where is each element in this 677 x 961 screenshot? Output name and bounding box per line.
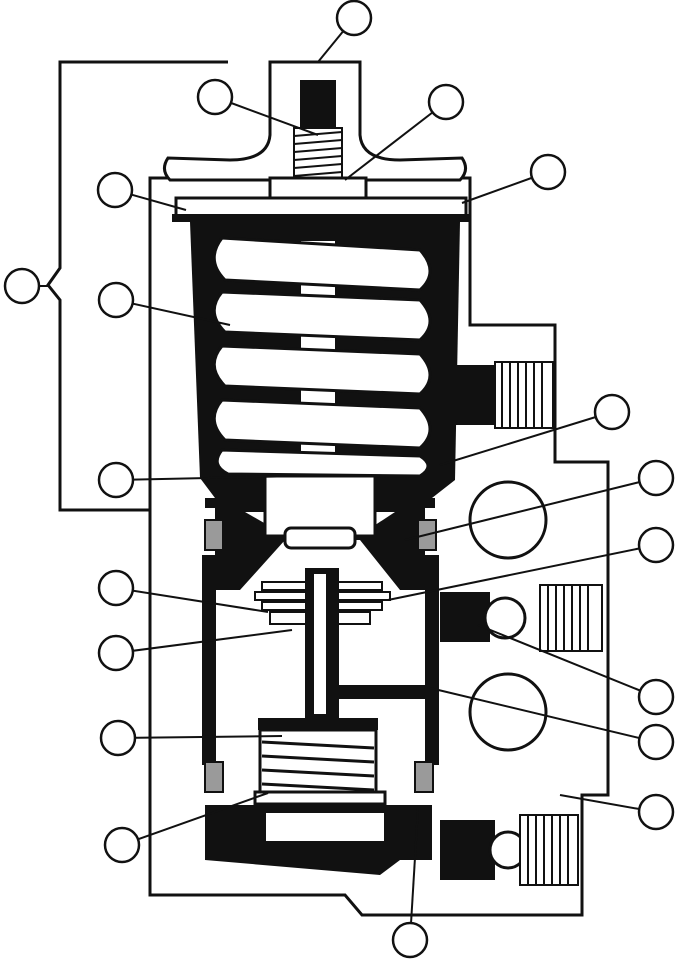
bottom-port-fitting [440, 820, 495, 880]
callout-leader-12 [115, 587, 269, 613]
callout-circle-2 [196, 78, 234, 116]
lower-spring-seat [253, 790, 387, 806]
callout-circle-9 [97, 461, 135, 499]
callout-leader-3 [344, 101, 447, 181]
body-bore-upper [468, 480, 548, 560]
callout-circle-11 [637, 526, 675, 564]
callout-leader-15 [429, 687, 657, 743]
sleeve-wall-left [202, 555, 216, 765]
callout-leader-10 [404, 477, 657, 541]
callout-leader-16 [117, 735, 283, 739]
callout-circle-15 [637, 723, 675, 761]
callout-circle-10 [637, 459, 675, 497]
callout-circle-7 [97, 281, 135, 319]
callout-circle-8 [593, 393, 631, 431]
callout-circle-14 [637, 678, 675, 716]
adjusting-screw-threads [293, 127, 343, 181]
piston-nut [283, 526, 357, 550]
callout-circle-6 [3, 267, 41, 305]
upper-port-threads [494, 361, 554, 429]
sleeve-wall-right [425, 555, 439, 765]
body-bore-lower [468, 672, 548, 752]
callout-circle-13 [97, 634, 135, 672]
callout-circle-3 [427, 83, 465, 121]
middle-port-threads [539, 584, 603, 652]
callout-leader-2 [214, 96, 319, 136]
middle-port-bore [483, 596, 527, 640]
seal-lower-left [204, 761, 224, 793]
callout-leader-19 [409, 807, 419, 941]
main-coil-spring [212, 236, 432, 478]
callout-circle-1 [335, 0, 373, 37]
upper-port-fitting [445, 365, 495, 425]
callout-leader-14 [477, 624, 657, 698]
callout-circle-19 [391, 921, 429, 959]
lower-spring-cap [258, 718, 378, 730]
adjusting-screw-head [300, 80, 336, 130]
callout-circle-5 [96, 171, 134, 209]
callout-leader-13 [115, 629, 293, 654]
callout-circle-18 [103, 826, 141, 864]
bottom-plug-slot [264, 811, 386, 843]
callout-leader-7 [115, 299, 231, 326]
lower-spring [258, 728, 378, 796]
valve-stem-highlight [314, 574, 326, 714]
callout-circle-17 [637, 793, 675, 831]
callout-leader-8 [439, 411, 613, 466]
callout-circle-12 [97, 569, 135, 607]
callout-circle-4 [529, 153, 567, 191]
callout-circle-16 [99, 719, 137, 757]
callout-leader-9 [115, 475, 301, 481]
bottom-port-threads [519, 814, 579, 886]
callout-leader-18 [121, 792, 269, 846]
seal-lower-right [414, 761, 434, 793]
middle-port-fitting [440, 592, 490, 642]
callout-circles [3, 0, 675, 959]
callout-leader-11 [387, 544, 657, 601]
spring-cap-plate [174, 196, 468, 218]
seal-upper-left [204, 519, 224, 551]
cross-passage-wall [339, 685, 427, 699]
cap-gasket [172, 214, 470, 222]
